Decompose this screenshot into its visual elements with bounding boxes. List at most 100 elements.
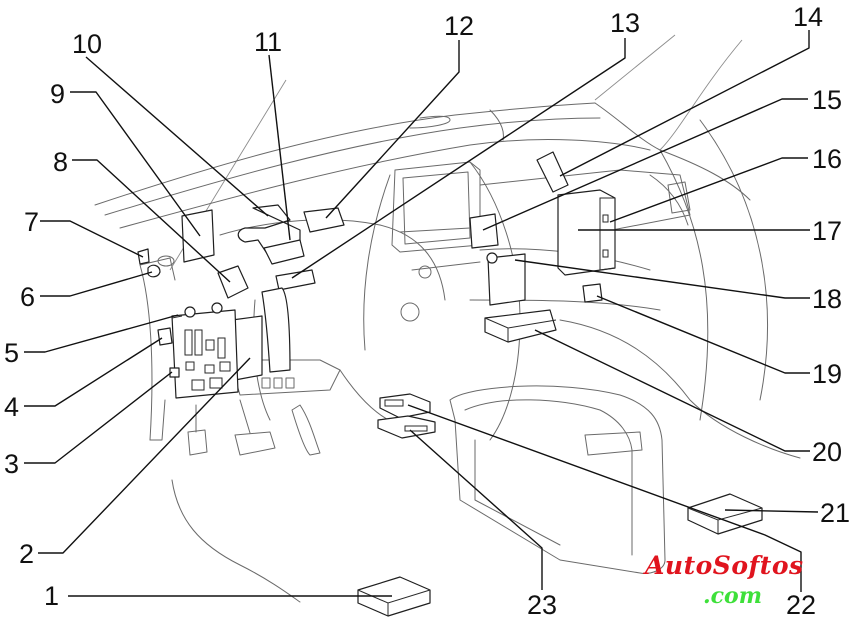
console-cup (584, 431, 643, 456)
callout-14: 14 (793, 2, 823, 32)
watermark-brand: AutoSoftos (645, 551, 804, 580)
dash-top-edge-2 (104, 117, 601, 216)
leader-7 (40, 220, 144, 258)
dash-top-edge (94, 102, 596, 206)
center-stack-left (363, 174, 391, 351)
leader-11 (268, 54, 291, 241)
callout-15: 15 (812, 85, 842, 115)
leader-9 (70, 91, 201, 237)
right-door-line (699, 119, 768, 401)
brake-pedal (234, 431, 276, 456)
callout-23: 23 (527, 590, 557, 619)
callout-10: 10 (72, 29, 102, 59)
brake-arm (239, 399, 251, 434)
leader-19 (596, 295, 810, 374)
hvac-knob (400, 302, 420, 322)
steering-column-cover (261, 287, 291, 373)
leader-15 (482, 98, 808, 231)
component-19 (582, 283, 603, 303)
left-dash-corner (139, 257, 176, 281)
leader-10 (85, 56, 269, 217)
component-8 (217, 265, 249, 299)
component-12 (303, 207, 345, 233)
component-13 (275, 269, 316, 291)
component-5 (171, 315, 183, 319)
a-pillar-right (659, 39, 743, 151)
callout-3: 3 (4, 449, 19, 479)
callout-17: 17 (812, 216, 842, 246)
component-6 (147, 264, 161, 278)
component-3 (169, 367, 180, 378)
callout-labels: 1 2 3 4 5 6 7 8 9 10 11 12 13 14 15 16 1… (4, 2, 850, 619)
component-15 (469, 213, 499, 249)
defroster-vent (409, 115, 451, 129)
dash-top-edge-3 (119, 139, 651, 229)
floor-left-line (171, 479, 301, 603)
mount-bolt (211, 302, 223, 314)
component-18 (487, 253, 526, 306)
component-17 (557, 189, 616, 276)
components (137, 151, 763, 617)
leader-14 (559, 30, 810, 177)
leader-5 (24, 314, 179, 353)
callout-21: 21 (820, 498, 850, 528)
right-vent-outline (649, 174, 689, 226)
callout-4: 4 (4, 392, 19, 422)
callout-13: 13 (610, 8, 640, 38)
component-1 (357, 576, 431, 617)
console-side (474, 439, 561, 546)
callout-11: 11 (254, 27, 282, 57)
leader-20 (534, 329, 810, 452)
leader-3 (24, 371, 173, 464)
right-dash-panel (479, 169, 691, 241)
left-vent-knob (157, 255, 175, 267)
callout-19: 19 (812, 359, 842, 389)
callout-2: 2 (19, 539, 34, 569)
leader-2 (38, 357, 251, 554)
callout-8: 8 (53, 147, 68, 177)
windshield-line (594, 34, 676, 101)
leader-8 (72, 159, 231, 283)
left-kick-panel (149, 399, 166, 441)
callout-12: 12 (444, 11, 474, 41)
leader-22 (407, 404, 802, 592)
switch-bank (261, 377, 295, 389)
component-7 (137, 248, 150, 265)
leader-6 (40, 271, 153, 297)
right-dash-side (659, 149, 709, 421)
leader-21 (724, 509, 819, 513)
callout-7: 7 (24, 207, 39, 237)
cluster-hood (219, 219, 446, 301)
leader-16 (609, 157, 808, 223)
callout-18: 18 (812, 284, 842, 314)
console-inner (464, 399, 633, 556)
component-23 (377, 415, 436, 439)
leader-4 (24, 337, 163, 407)
component-14 (536, 151, 569, 193)
parking-brake-pedal (187, 429, 208, 456)
junction-block (171, 309, 239, 399)
audio-slot (411, 261, 481, 271)
callout-5: 5 (4, 338, 19, 368)
callout-9: 9 (50, 79, 65, 109)
leader-23 (409, 429, 543, 590)
component-21 (687, 493, 763, 535)
callout-6: 6 (20, 282, 35, 312)
floor-right-line (559, 319, 801, 459)
leader-lines (24, 30, 819, 597)
accelerator-pedal (291, 404, 321, 456)
component-11 (263, 239, 305, 265)
leader-12 (325, 40, 460, 219)
callout-20: 20 (812, 437, 842, 467)
dash-seam (489, 109, 504, 141)
callout-22: 22 (786, 590, 816, 619)
center-console (449, 385, 666, 574)
center-display (402, 171, 471, 245)
component-4 (157, 327, 173, 346)
leader-18 (514, 259, 810, 299)
leader-13 (291, 38, 626, 279)
right-vent (667, 181, 691, 214)
left-dash-side (139, 264, 153, 441)
callout-16: 16 (812, 144, 842, 174)
callout-1: 1 (44, 581, 59, 611)
